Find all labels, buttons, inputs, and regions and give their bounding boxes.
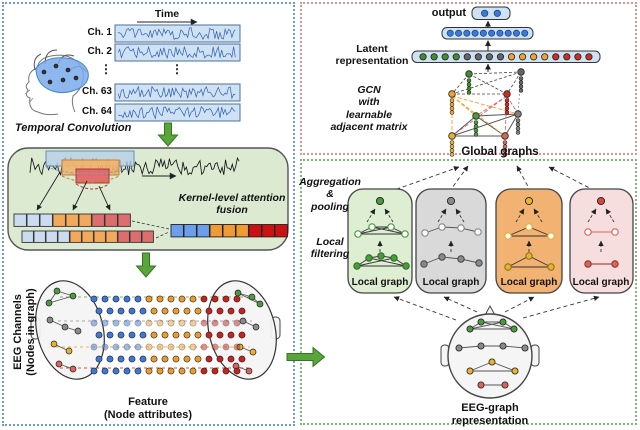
global-graphs-label: Global graphs (461, 146, 539, 158)
channel-label-63: Ch. 63 (81, 86, 112, 97)
right-head-ellipse (207, 280, 277, 380)
kernel-fusion-label: Kernel-level attention fusion (178, 192, 286, 217)
channel-ellipsis: ⋮ (100, 62, 112, 76)
eeg-scalp-head (440, 304, 540, 399)
gcn-label: GCN with learnable adjacent matrix (330, 84, 408, 134)
global-graph-node-bars (448, 68, 525, 157)
local-graph-gray (420, 196, 483, 268)
channel-label-2: Ch. 2 (87, 46, 112, 57)
global-graph-panel-frame (300, 2, 637, 155)
signal-ellipsis: ⋮ (171, 62, 183, 76)
output-label: output (431, 7, 466, 19)
local-graph-red (584, 196, 619, 268)
local-graph-label-4: Local graph (572, 277, 630, 288)
flow-arrows-green (135, 122, 326, 368)
arrows-head-to-local (393, 295, 600, 321)
scalp-circle (447, 313, 533, 399)
temporal-convolution-box (7, 147, 289, 251)
local-graph-label-3: Local graph (500, 277, 558, 288)
node-attribute-dots (90, 295, 246, 375)
arrow-channels-to-conv (157, 122, 179, 147)
eeg-channels-axis-label: EEG Channels (Nodes in graph) (12, 288, 37, 376)
arrows-local-to-global (382, 165, 602, 195)
aggregation-pooling-label: Aggregation & pooling (299, 176, 361, 213)
arrow-left-to-right-panel (286, 346, 326, 368)
time-label: Time (154, 8, 180, 20)
local-graph-panel-frame (300, 159, 637, 425)
local-filtering-label: Local filtering (310, 236, 350, 261)
channel-label-64: Ch. 64 (81, 106, 112, 117)
latent-representation-label: Latent representation (335, 43, 409, 68)
local-graph-label-1: Local graph (351, 277, 409, 288)
local-graph-yellow (504, 196, 555, 271)
channel-label-1: Ch. 1 (87, 27, 112, 38)
output-layer-box (471, 6, 511, 20)
global-graphs (448, 68, 525, 157)
feature-label: Feature (Node attributes) (104, 396, 192, 421)
latent-layer-box (411, 50, 601, 63)
feature-vectors (13, 213, 288, 243)
local-graph-green (353, 196, 410, 270)
feature-cylinder (30, 280, 281, 380)
eeg-waveforms (117, 27, 236, 120)
arrow-conv-to-features (135, 252, 157, 278)
local-graph-boxes (347, 188, 634, 294)
layer-neurons (419, 9, 593, 61)
input-panel-frame (2, 2, 295, 426)
channel-waveform-boxes (114, 24, 241, 122)
cylinder-node-clusters (45, 287, 264, 375)
gcn-stack (411, 6, 601, 72)
eeg-head-profile-icon (24, 49, 89, 116)
eeg-graph-representation-label: EEG-graph representation (451, 402, 529, 427)
temporal-convolution-label: Temporal Convolution (15, 122, 132, 134)
kernel-small (75, 168, 110, 184)
local-graph-label-2: Local graph (422, 277, 480, 288)
